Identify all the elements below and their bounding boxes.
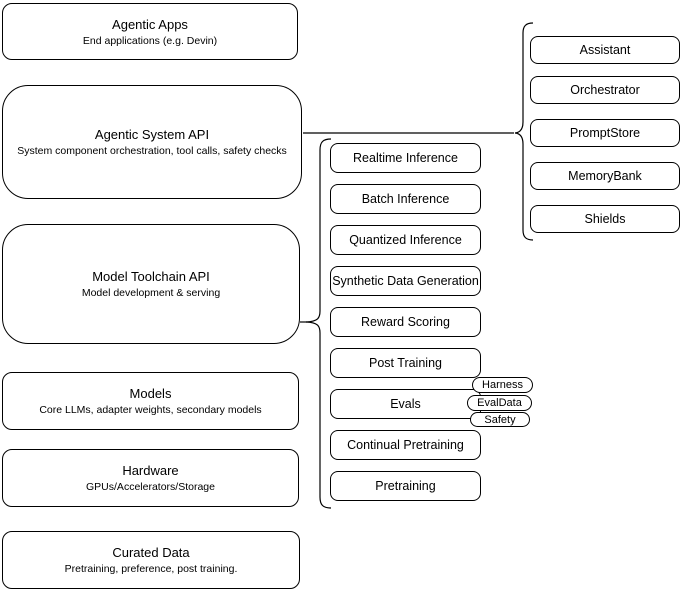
node-batch-inference: Batch Inference: [330, 184, 481, 214]
node-hardware: Hardware GPUs/Accelerators/Storage: [2, 449, 299, 507]
node-title: Hardware: [122, 463, 179, 478]
node-realtime-inference: Realtime Inference: [330, 143, 481, 173]
node-evals: Evals: [330, 389, 481, 419]
node-promptstore: PromptStore: [530, 119, 680, 147]
node-subtitle: End applications (e.g. Devin): [82, 34, 218, 47]
tag-evaldata: EvalData: [467, 395, 532, 411]
node-pretraining: Pretraining: [330, 471, 481, 501]
tag-safety: Safety: [470, 412, 530, 427]
node-title: Agentic System API: [94, 127, 210, 142]
node-subtitle: GPUs/Accelerators/Storage: [86, 481, 215, 493]
node-assistant: Assistant: [530, 36, 680, 64]
node-subtitle: System component orchestration, tool cal…: [17, 145, 287, 157]
node-title: Curated Data: [112, 545, 190, 560]
node-title: Models: [129, 386, 172, 401]
node-continual-pretraining: Continual Pretraining: [330, 430, 481, 460]
node-model-toolchain-api: Model Toolchain API Model development & …: [2, 224, 300, 344]
node-memorybank: MemoryBank: [530, 162, 680, 190]
tag-harness: Harness: [472, 377, 533, 393]
node-orchestrator: Orchestrator: [530, 76, 680, 104]
node-models: Models Core LLMs, adapter weights, secon…: [2, 372, 299, 430]
node-synthetic-data-generation: Synthetic Data Generation: [330, 266, 481, 296]
node-shields: Shields: [530, 205, 680, 233]
node-agentic-system-api: Agentic System API System component orch…: [2, 85, 302, 199]
node-title: Agentic Apps: [112, 16, 188, 32]
node-post-training: Post Training: [330, 348, 481, 378]
node-subtitle: Pretraining, preference, post training.: [64, 563, 238, 575]
node-subtitle: Core LLMs, adapter weights, secondary mo…: [39, 404, 262, 416]
toolchain-brace: [305, 138, 332, 509]
node-curated-data: Curated Data Pretraining, preference, po…: [2, 531, 300, 589]
node-reward-scoring: Reward Scoring: [330, 307, 481, 337]
node-subtitle: Model development & serving: [81, 287, 221, 299]
node-quantized-inference: Quantized Inference: [330, 225, 481, 255]
node-title: Model Toolchain API: [92, 269, 210, 284]
node-agentic-apps: Agentic Apps End applications (e.g. Devi…: [2, 3, 298, 60]
